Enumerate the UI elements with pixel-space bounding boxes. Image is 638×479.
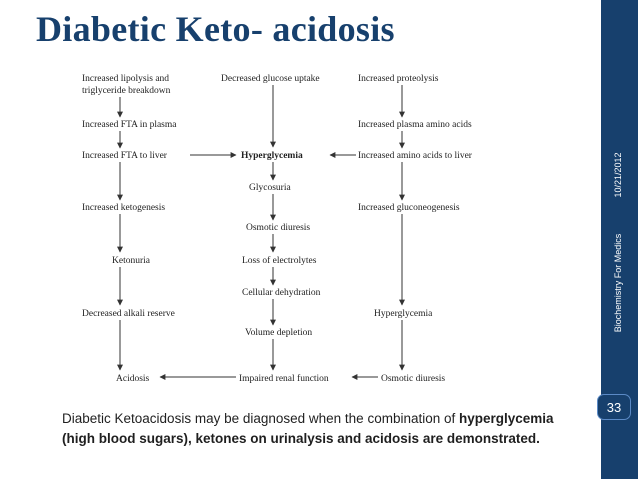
caption-emphasis: hyperglycemia (high blood sugars), keton… (62, 411, 554, 446)
sidebar-source: Biochemistry For Medics (603, 225, 633, 340)
node-amino-acids-to-liver: Increased amino acids to liver (358, 151, 473, 161)
node-gluconeogenesis: Increased gluconeogenesis (358, 203, 460, 213)
node-cellular-dehydration: Cellular dehydration (242, 288, 321, 298)
node-hyperglycemia-center: Hyperglycemia (241, 151, 303, 161)
node-glucose-uptake: Decreased glucose uptake (221, 74, 320, 84)
caption-text: Diabetic Ketoacidosis may be diagnosed w… (62, 409, 582, 449)
page-number-badge: 33 (597, 394, 631, 420)
dka-flow-diagram: Increased lipolysis and triglyceride bre… (82, 74, 473, 384)
node-osmotic-diuresis-center: Osmotic diuresis (246, 223, 310, 233)
node-fta-plasma: Increased FTA in plasma (82, 120, 177, 130)
sidebar-source-text: Biochemistry For Medics (613, 233, 623, 332)
node-proteolysis: Increased proteolysis (358, 74, 439, 84)
node-lipolysis-line2: triglyceride breakdown (82, 86, 171, 96)
node-plasma-amino-acids: Increased plasma amino acids (358, 120, 472, 130)
node-alkali-reserve: Decreased alkali reserve (82, 309, 175, 319)
node-ketogenesis: Increased ketogenesis (82, 203, 165, 213)
caption-intro: Diabetic Ketoacidosis may be diagnosed w… (62, 411, 459, 426)
node-impaired-renal-function: Impaired renal function (239, 373, 329, 384)
node-ketonuria: Ketonuria (112, 256, 151, 266)
node-fta-liver: Increased FTA to liver (82, 151, 168, 161)
sidebar-date-text: 10/21/2012 (613, 152, 623, 198)
node-lipolysis-line1: Increased lipolysis and (82, 74, 169, 84)
node-acidosis: Acidosis (116, 374, 150, 384)
node-volume-depletion: Volume depletion (245, 328, 312, 338)
node-osmotic-diuresis-right: Osmotic diuresis (381, 374, 445, 384)
sidebar-date: 10/21/2012 (603, 130, 633, 220)
slide-title: Diabetic Keto- acidosis (36, 9, 395, 49)
node-glycosuria: Glycosuria (249, 183, 291, 193)
node-hyperglycemia-right: Hyperglycemia (374, 309, 433, 319)
node-loss-of-electrolytes: Loss of electrolytes (242, 255, 317, 266)
